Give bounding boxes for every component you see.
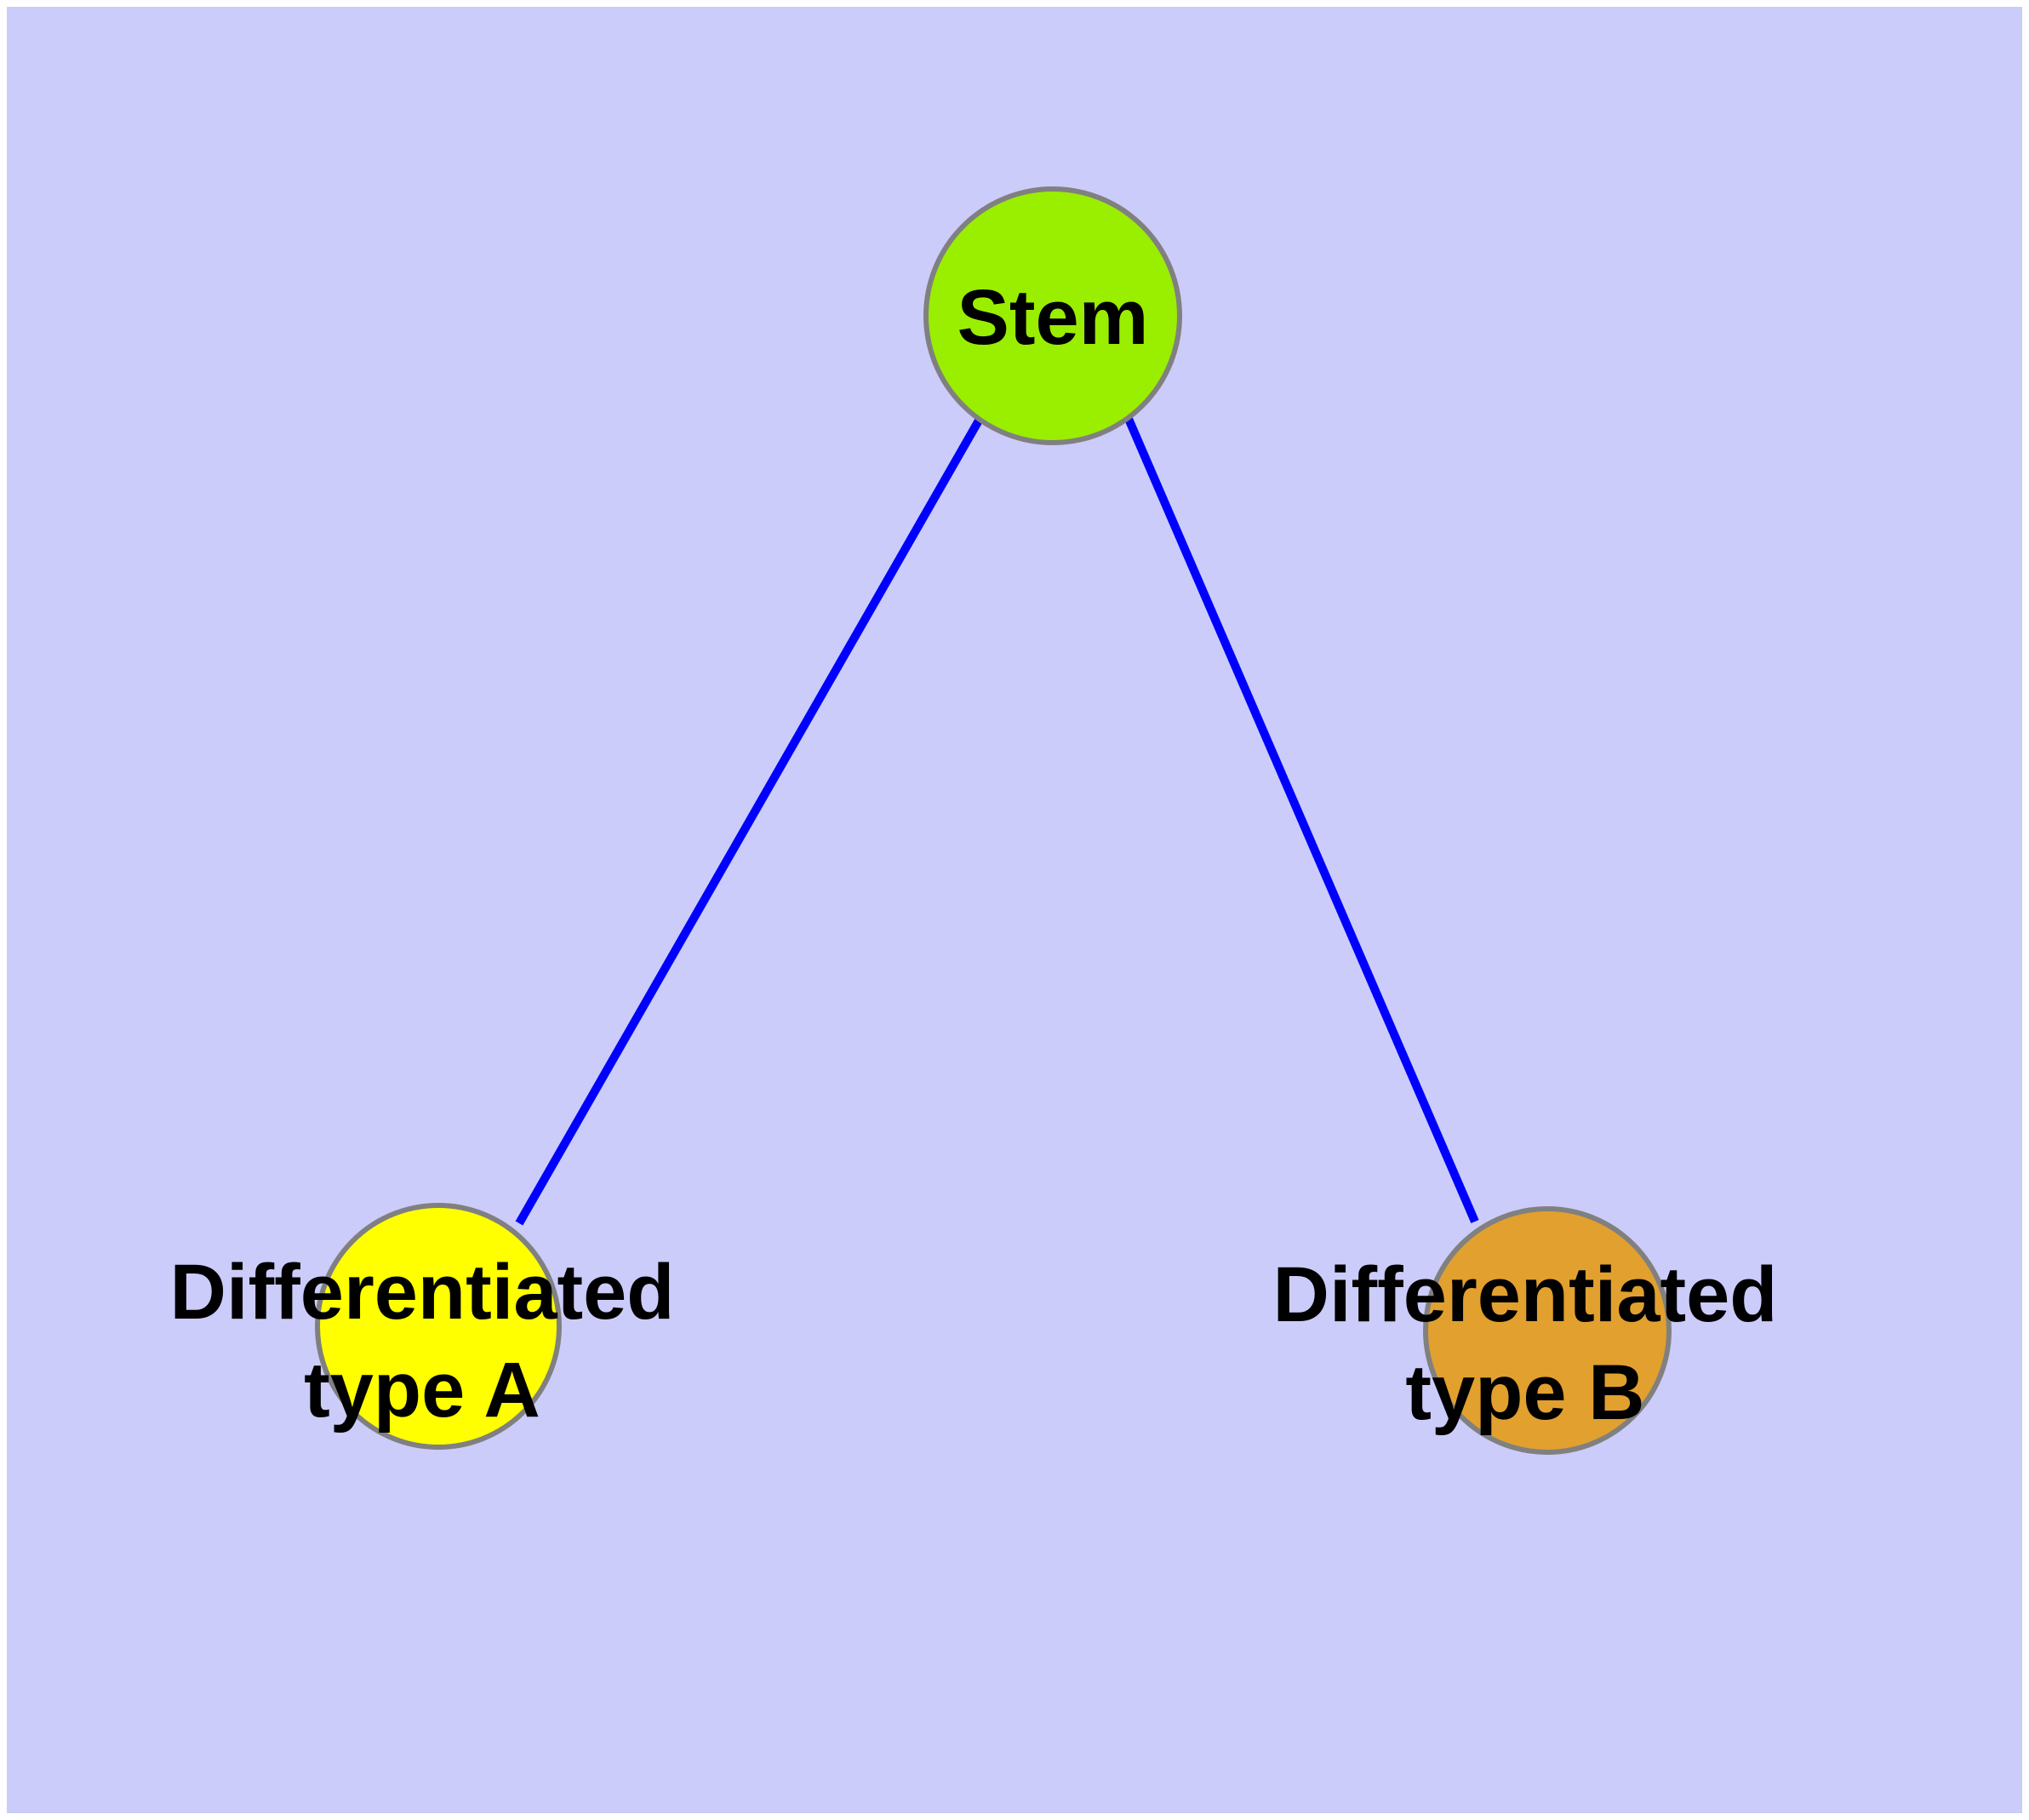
- node-differentiated-type-a-label-line1: Differentiated: [170, 1249, 675, 1336]
- node-stem-circle[interactable]: [923, 186, 1182, 445]
- edge-stem-to-diff-b[interactable]: [1124, 417, 1479, 1223]
- node-differentiated-type-b-label-line2: type B: [1405, 1349, 1644, 1436]
- node-differentiated-type-a[interactable]: Differentiated type A: [170, 1203, 675, 1450]
- node-differentiated-type-a-label-line2: type A: [304, 1347, 540, 1434]
- node-differentiated-type-b-label-line1: Differentiated: [1273, 1251, 1778, 1338]
- edge-stem-to-diff-a[interactable]: [515, 418, 983, 1226]
- edge-layer: [515, 417, 1479, 1226]
- node-stem-label: Stem: [957, 274, 1149, 361]
- node-differentiated-type-a-circle[interactable]: [315, 1203, 562, 1450]
- node-stem[interactable]: Stem: [923, 186, 1182, 445]
- node-differentiated-type-b-circle[interactable]: [1423, 1206, 1672, 1455]
- node-differentiated-type-b[interactable]: Differentiated type B: [1273, 1206, 1778, 1455]
